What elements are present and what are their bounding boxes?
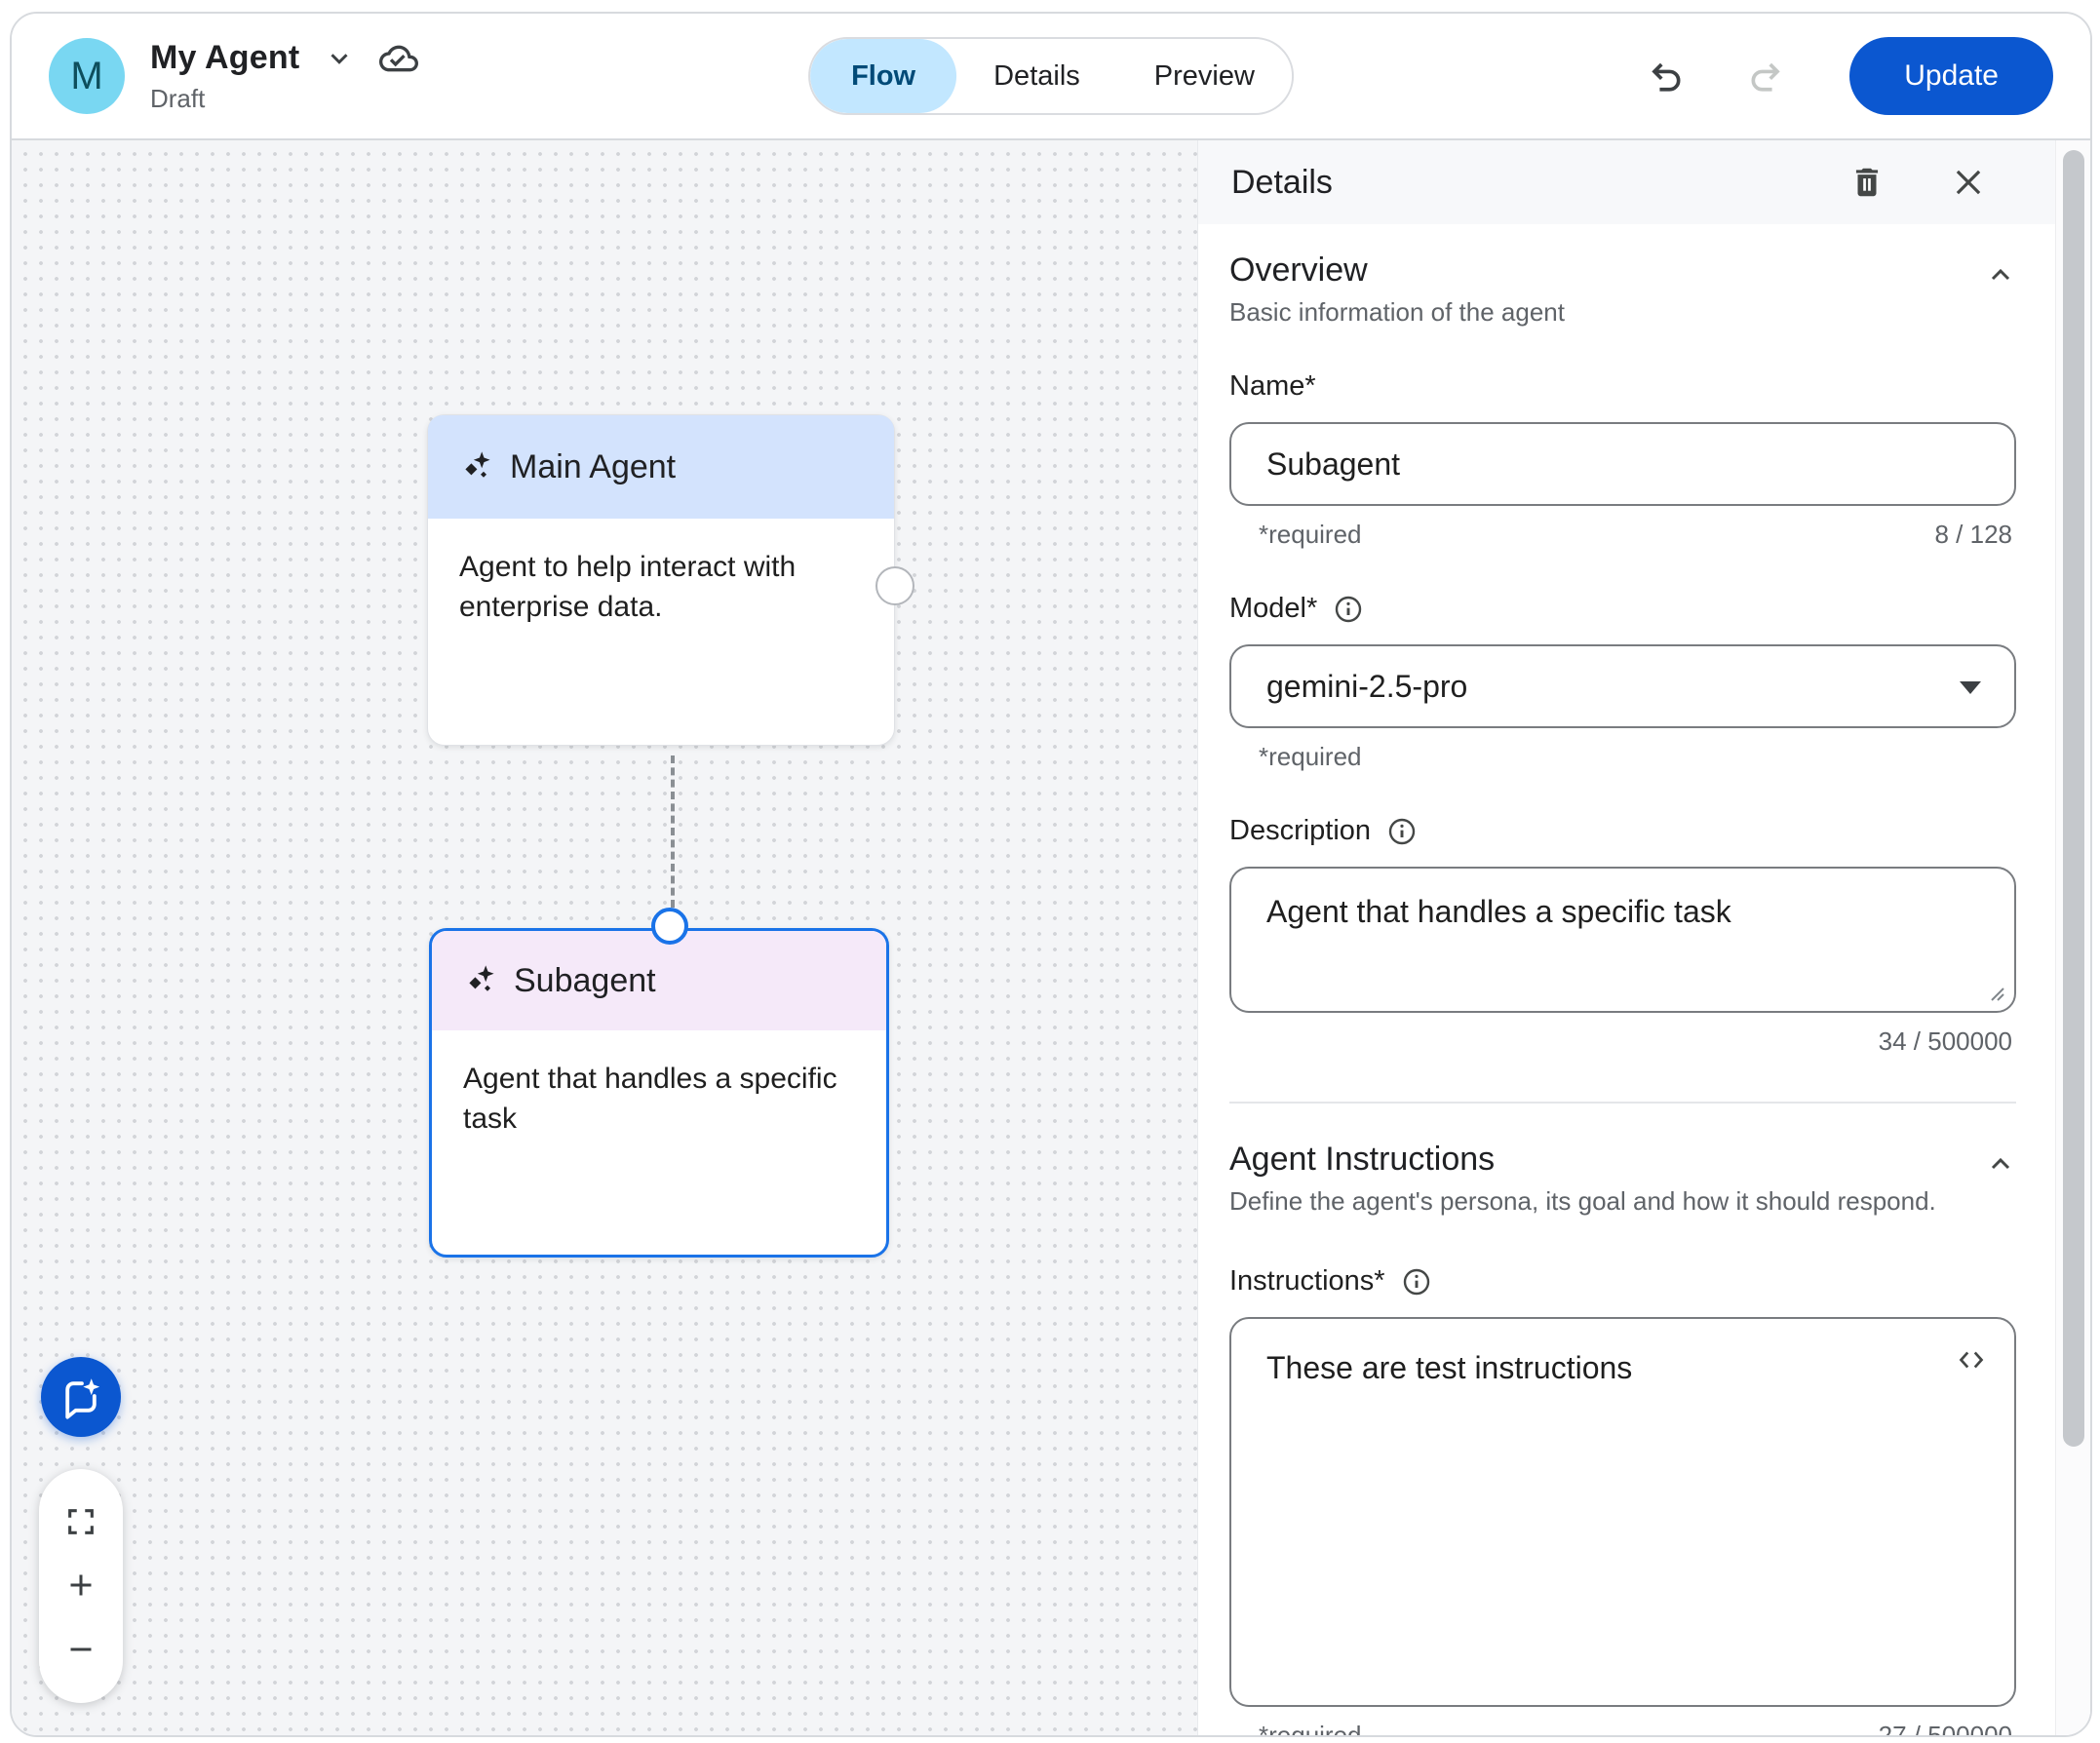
redo-icon: [1751, 62, 1780, 92]
zoom-in-button[interactable]: [63, 1568, 98, 1603]
resize-handle[interactable]: [1987, 984, 2006, 1003]
canvas-zoom-controls: [39, 1469, 123, 1703]
chevron-up-icon: [1991, 1157, 2010, 1170]
panel-scrollbar[interactable]: [2055, 140, 2090, 1735]
agent-instructions-subheading: Define the agent's persona, its goal and…: [1229, 1186, 1936, 1216]
tab-details[interactable]: Details: [956, 39, 1117, 113]
close-icon: [1956, 170, 1981, 195]
flow-canvas[interactable]: Main Agent Agent to help interact with e…: [12, 140, 1197, 1735]
info-icon[interactable]: [1401, 1266, 1432, 1298]
top-bar-actions: Update: [1643, 37, 2053, 115]
node-description: Agent that handles a specific task: [463, 1063, 837, 1135]
plus-icon: [70, 1574, 92, 1596]
trash-icon: [1855, 168, 1879, 197]
draft-status-label: Draft: [150, 83, 206, 113]
overview-heading: Overview: [1229, 252, 1368, 289]
node-description: Agent to help interact with enterprise d…: [459, 551, 797, 623]
main-agent-node[interactable]: Main Agent Agent to help interact with e…: [427, 414, 895, 746]
dropdown-caret-icon: [1960, 681, 1981, 694]
sparkle-icon: [465, 451, 490, 478]
instructions-label: Instructions*: [1229, 1265, 2016, 1298]
redo-button[interactable]: [1746, 55, 1789, 97]
description-label: Description: [1229, 815, 2016, 847]
minus-icon: [70, 1647, 92, 1651]
close-panel-button[interactable]: [1950, 164, 1987, 201]
chat-assistant-button[interactable]: [41, 1357, 121, 1437]
avatar: M: [49, 38, 125, 114]
model-label: Model*: [1229, 593, 2016, 625]
undo-button[interactable]: [1643, 55, 1686, 97]
agent-title-block: My Agent Draft: [150, 39, 419, 114]
chat-sparkle-icon: [65, 1378, 100, 1419]
agent-connection-edge: [671, 755, 675, 908]
name-char-counter: 8 / 128: [1934, 520, 2012, 549]
section-divider: [1229, 1102, 2016, 1104]
instructions-section-header: Agent Instructions Define the agent's pe…: [1229, 1141, 2016, 1217]
zoom-out-button[interactable]: [63, 1632, 98, 1667]
top-bar: M My Agent Draft Flow Details Preview: [12, 14, 2090, 140]
name-input[interactable]: Subagent: [1229, 422, 2016, 506]
info-icon[interactable]: [1386, 816, 1418, 847]
details-panel-header: Details: [1198, 140, 2090, 224]
agent-name: My Agent: [150, 39, 300, 76]
model-required-hint: *required: [1259, 742, 1362, 771]
panel-title: Details: [1231, 163, 1333, 201]
chevron-up-icon: [1991, 268, 2010, 281]
view-tabs: Flow Details Preview: [808, 37, 1294, 115]
agent-builder-window: M My Agent Draft Flow Details Preview: [10, 12, 2092, 1737]
main-area: Main Agent Agent to help interact with e…: [12, 140, 2090, 1735]
overview-subheading: Basic information of the agent: [1229, 297, 1565, 327]
instructions-textarea[interactable]: These are test instructions: [1229, 1317, 2016, 1707]
code-view-button[interactable]: [1954, 1342, 1989, 1380]
node-title: Main Agent: [510, 447, 677, 485]
subagent-input-port[interactable]: [651, 908, 688, 945]
fit-screen-button[interactable]: [64, 1505, 97, 1538]
tab-preview[interactable]: Preview: [1117, 39, 1292, 113]
instructions-char-counter: 27 / 500000: [1878, 1721, 2012, 1735]
details-panel: Details Overview Basic information of th…: [1197, 140, 2090, 1735]
model-select[interactable]: gemini-2.5-pro: [1229, 644, 2016, 728]
update-button[interactable]: Update: [1849, 37, 2053, 115]
name-label: Name*: [1229, 370, 1316, 402]
tab-flow[interactable]: Flow: [810, 39, 957, 113]
info-icon[interactable]: [1333, 594, 1364, 625]
agent-menu-button[interactable]: [325, 44, 354, 73]
main-agent-output-port[interactable]: [875, 566, 914, 605]
agent-instructions-heading: Agent Instructions: [1229, 1141, 1496, 1178]
subagent-node[interactable]: Subagent Agent that handles a specific t…: [429, 928, 889, 1258]
undo-icon: [1652, 62, 1681, 92]
node-title: Subagent: [514, 961, 656, 999]
delete-node-button[interactable]: [1848, 164, 1886, 201]
subagent-node-header: Subagent: [432, 931, 886, 1030]
description-char-counter: 34 / 500000: [1878, 1026, 2012, 1056]
description-textarea[interactable]: Agent that handles a specific task: [1229, 867, 2016, 1013]
fit-screen-icon: [68, 1509, 94, 1534]
scrollbar-thumb[interactable]: [2063, 150, 2084, 1447]
instructions-required-hint: *required: [1259, 1721, 1362, 1735]
collapse-overview-button[interactable]: [1985, 252, 2016, 293]
main-agent-node-header: Main Agent: [428, 415, 894, 519]
cloud-saved-icon: [379, 39, 419, 78]
sparkle-icon: [469, 965, 494, 991]
details-panel-body: Overview Basic information of the agent …: [1198, 224, 2090, 1735]
agent-brand: M My Agent Draft: [49, 38, 419, 114]
overview-section-header: Overview Basic information of the agent: [1229, 252, 2016, 328]
chevron-down-icon: [331, 53, 348, 64]
name-required-hint: *required: [1259, 520, 1362, 549]
code-icon: [1959, 1351, 1984, 1369]
collapse-instructions-button[interactable]: [1985, 1141, 2016, 1182]
